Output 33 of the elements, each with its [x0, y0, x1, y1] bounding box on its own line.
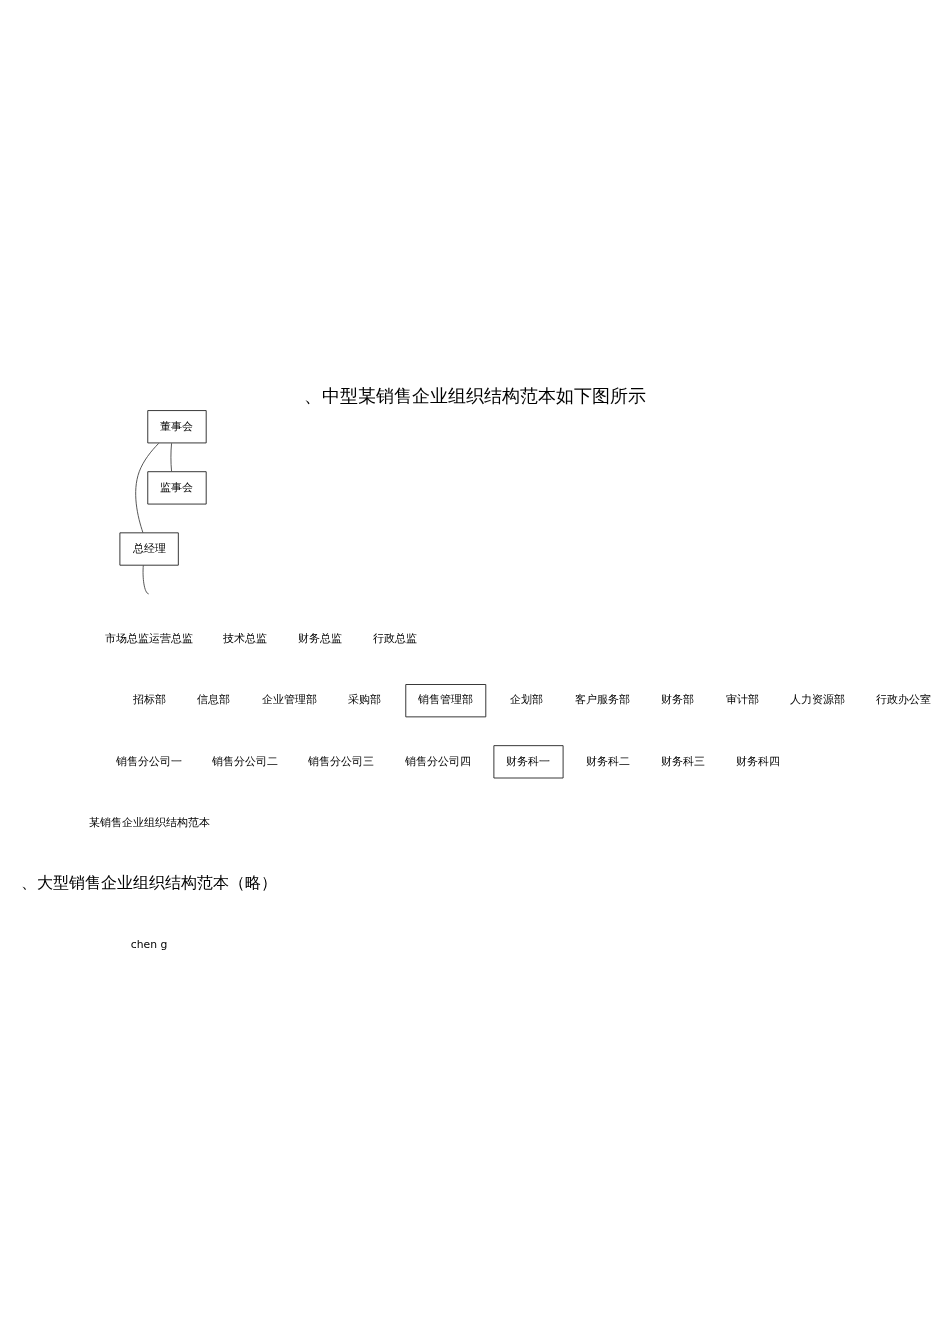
label: 财务总监	[297, 631, 342, 645]
connector	[135, 442, 160, 533]
diagram-title: 、中型某销售企业组织结构范本如下图所示	[304, 384, 646, 406]
label: 客户服务部	[574, 692, 630, 706]
label: chen g	[130, 937, 168, 951]
label: 行政总监	[372, 631, 417, 645]
label: 销售分公司三	[308, 754, 375, 768]
label: 财务科二	[586, 754, 631, 768]
label: 采购部	[348, 692, 382, 706]
label: 销售分公司四	[404, 754, 471, 768]
label: 企划部	[510, 692, 544, 706]
label: 行政办公室	[875, 692, 931, 706]
label: 人力资源部	[790, 692, 846, 706]
label: 市场总监运营总监	[105, 631, 194, 645]
node-box: 财务科一	[493, 744, 564, 778]
connector	[170, 442, 172, 472]
label: 财务科三	[661, 754, 706, 768]
label: 财务科四	[735, 754, 780, 768]
label: 技术总监	[223, 631, 268, 645]
label: 企业管理部	[261, 692, 317, 706]
label: 信息部	[197, 692, 231, 706]
label: 审计部	[725, 692, 759, 706]
node-box: 监事会	[147, 470, 207, 504]
label: 财务部	[661, 692, 695, 706]
label: 销售分公司二	[212, 754, 279, 768]
label: 、大型销售企业组织结构范本（略）	[21, 872, 278, 892]
node-box: 销售管理部	[405, 683, 487, 717]
connector	[142, 564, 150, 594]
node-box: 总经理	[119, 531, 179, 566]
label: 招标部	[132, 692, 166, 706]
caption: 某销售企业组织结构范本	[88, 815, 210, 829]
label: 销售分公司一	[116, 754, 183, 768]
node-box: 董事会	[147, 409, 207, 443]
